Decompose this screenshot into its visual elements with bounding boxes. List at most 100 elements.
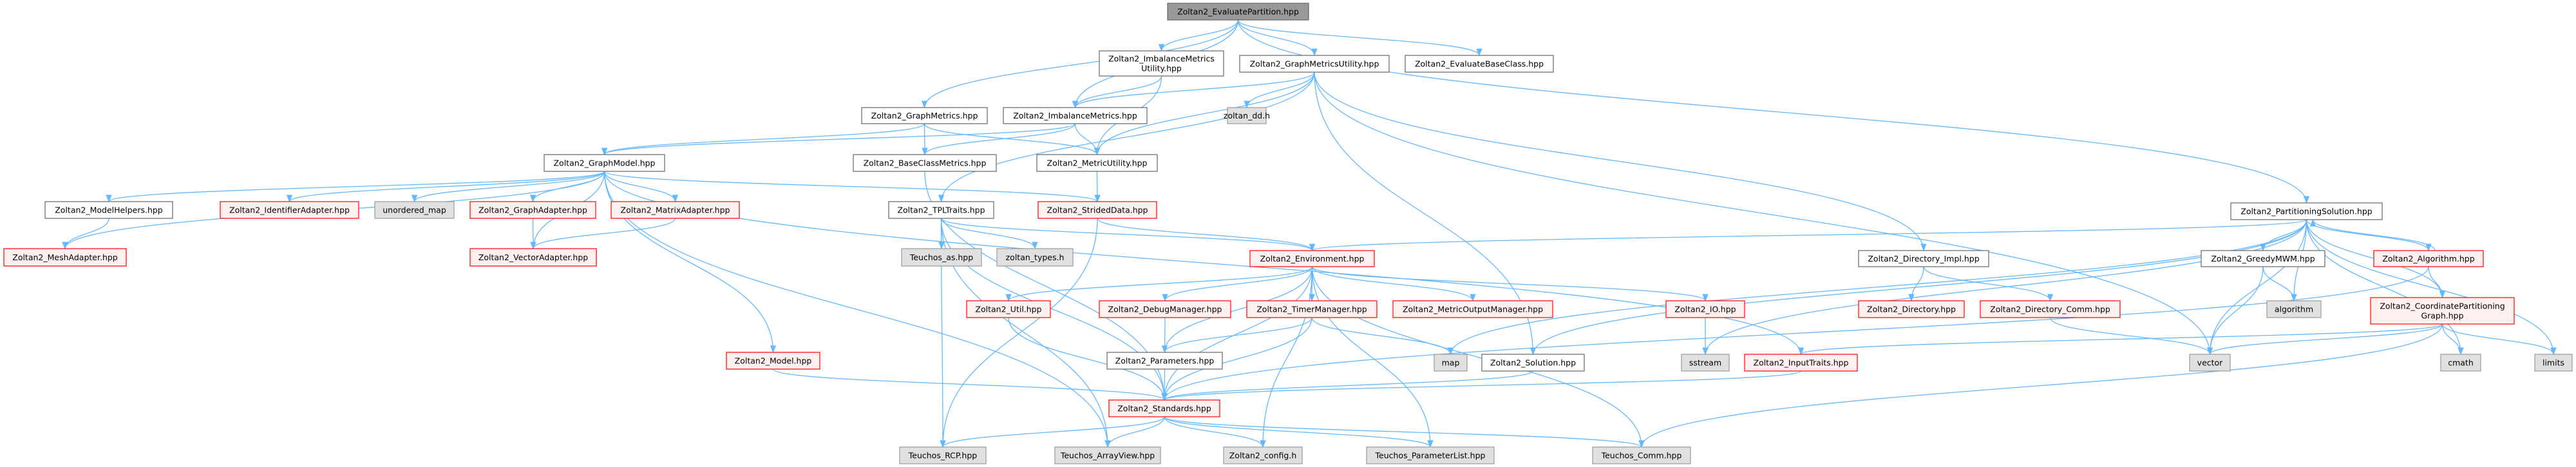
node-zoltan2-evaluatebaseclass-hpp[interactable]: Zoltan2_EvaluateBaseClass.hpp bbox=[1405, 55, 1554, 73]
node-zoltan2-metricutility-hpp[interactable]: Zoltan2_MetricUtility.hpp bbox=[1036, 154, 1158, 172]
node-label: Graph.hpp bbox=[2421, 311, 2463, 321]
edge-util-to-std bbox=[1008, 317, 1168, 401]
node-algorithm[interactable]: algorithm bbox=[2266, 300, 2322, 318]
edge-env-to-params bbox=[1161, 266, 1313, 354]
node-zoltan2-imbalancemetrics-hpp[interactable]: Zoltan2_ImbalanceMetrics.hpp bbox=[1003, 107, 1148, 124]
node-zoltan2-parameters-hpp[interactable]: Zoltan2_Parameters.hpp bbox=[1106, 352, 1223, 370]
node-label: Zoltan2_BaseClassMetrics.hpp bbox=[864, 158, 987, 168]
node-zoltan2-strideddata-hpp[interactable]: Zoltan2_StridedData.hpp bbox=[1037, 201, 1157, 219]
node-zoltan2-metricoutputmanager-hpp[interactable]: Zoltan2_MetricOutputManager.hpp bbox=[1392, 300, 1553, 318]
node-unordered-map[interactable]: unordered_map bbox=[374, 201, 455, 219]
node-box bbox=[1744, 354, 1858, 372]
node-label: Zoltan2_Directory_Impl.hpp bbox=[1868, 254, 1979, 263]
node-zoltan2-debugmanager-hpp[interactable]: Zoltan2_DebugManager.hpp bbox=[1099, 300, 1231, 318]
node-cmath[interactable]: cmath bbox=[2440, 354, 2481, 372]
node-teuchos-parameterlist-hpp[interactable]: Teuchos_ParameterList.hpp bbox=[1366, 446, 1495, 464]
node-label: Zoltan2_EvaluatePartition.hpp bbox=[1177, 7, 1299, 17]
edge-gmod-to-ga bbox=[529, 171, 605, 203]
edge-gmod-to-it bbox=[603, 171, 1804, 356]
edge-gmu-to-dd bbox=[1244, 71, 1315, 109]
node-zoltan2-environment-hpp[interactable]: Zoltan2_Environment.hpp bbox=[1249, 250, 1375, 267]
node-zoltan2-identifieradapter-hpp[interactable]: Zoltan2_IdentifierAdapter.hpp bbox=[220, 201, 359, 219]
node-zoltan2-inputtraits-hpp[interactable]: Zoltan2_InputTraits.hpp bbox=[1744, 354, 1858, 372]
node-box bbox=[469, 201, 596, 219]
node-box bbox=[1227, 107, 1267, 124]
node-map[interactable]: map bbox=[1434, 354, 1468, 372]
node-zoltan2-modelhelpers-hpp[interactable]: Zoltan2_ModelHelpers.hpp bbox=[44, 201, 173, 219]
node-zoltan2-util-hpp[interactable]: Zoltan2_Util.hpp bbox=[966, 300, 1051, 318]
edge-cpg-to-limits bbox=[2441, 323, 2557, 356]
node-zoltan-types-h[interactable]: zoltan_types.h bbox=[996, 248, 1074, 267]
edge-gmu-to-vec bbox=[1314, 71, 2213, 356]
node-teuchos-comm-hpp[interactable]: Teuchos_Comm.hpp bbox=[1592, 446, 1691, 464]
node-label: Zoltan2_Model.hpp bbox=[735, 356, 812, 366]
node-box bbox=[2266, 300, 2322, 318]
node-label: Zoltan2_Standards.hpp bbox=[1117, 404, 1211, 414]
node-zoltan2-standards-hpp[interactable]: Zoltan2_Standards.hpp bbox=[1108, 399, 1220, 417]
edge-dimpl-to-dcomm bbox=[1923, 266, 2054, 302]
node-zoltan2-config-h[interactable]: Zoltan2_config.h bbox=[1223, 446, 1303, 464]
node-label: Zoltan2_GraphMetricsUtility.hpp bbox=[1250, 59, 1379, 69]
edge-env-to-cfg bbox=[1260, 266, 1313, 448]
node-zoltan2-directory-impl-hpp[interactable]: Zoltan2_Directory_Impl.hpp bbox=[1858, 250, 1989, 267]
node-zoltan2-matrixadapter-hpp[interactable]: Zoltan2_MatrixAdapter.hpp bbox=[611, 201, 740, 219]
edge-root-to-imu bbox=[1158, 19, 1239, 52]
node-zoltan2-directory-comm-hpp[interactable]: Zoltan2_Directory_Comm.hpp bbox=[1980, 300, 2121, 318]
node-vector[interactable]: vector bbox=[2189, 354, 2231, 372]
node-box bbox=[611, 201, 740, 219]
node-box bbox=[1249, 250, 1375, 267]
edge-root-to-gmu bbox=[1237, 19, 1318, 57]
edge-ps-to-alg bbox=[2306, 219, 2432, 252]
node-label: Zoltan2_IO.hpp bbox=[1674, 305, 1736, 314]
node-box bbox=[1405, 55, 1554, 73]
node-zoltan2-vectoradapter-hpp[interactable]: Zoltan2_VectorAdapter.hpp bbox=[469, 248, 597, 267]
node-box bbox=[1106, 352, 1223, 370]
edge-model-to-std bbox=[772, 368, 1168, 401]
node-zoltan2-timermanager-hpp[interactable]: Zoltan2_TimerManager.hpp bbox=[1246, 300, 1378, 318]
node-zoltan2-algorithm-hpp[interactable]: Zoltan2_Algorithm.hpp bbox=[2373, 250, 2484, 267]
edge-tm-to-params bbox=[1161, 317, 1312, 354]
node-label: Zoltan2_Algorithm.hpp bbox=[2382, 254, 2474, 263]
node-zoltan2-solution-hpp[interactable]: Zoltan2_Solution.hpp bbox=[1481, 354, 1585, 372]
node-box bbox=[1108, 399, 1220, 417]
node-zoltan2-greedymwm-hpp[interactable]: Zoltan2_GreedyMWM.hpp bbox=[2201, 250, 2325, 267]
edge-gmod-to-av bbox=[603, 171, 1111, 448]
edge-std-to-comm bbox=[1164, 416, 1645, 448]
node-zoltan2-directory-hpp[interactable]: Zoltan2_Directory.hpp bbox=[1858, 300, 1965, 318]
node-label: algorithm bbox=[2275, 305, 2313, 314]
edge-im-to-bcm bbox=[922, 123, 1076, 156]
edges-layer bbox=[62, 19, 2557, 448]
node-zoltan2-evaluatepartition-hpp[interactable]: Zoltan2_EvaluatePartition.hpp bbox=[1167, 3, 1309, 21]
node-zoltan2-partitioningsolution-hpp[interactable]: Zoltan2_PartitioningSolution.hpp bbox=[2230, 202, 2383, 220]
edge-cpg-to-vec bbox=[2206, 323, 2443, 356]
node-box bbox=[1037, 201, 1157, 219]
node-zoltan2-io-hpp[interactable]: Zoltan2_IO.hpp bbox=[1665, 300, 1745, 318]
node-box bbox=[220, 201, 359, 219]
node-zoltan2-graphmetrics-hpp[interactable]: Zoltan2_GraphMetrics.hpp bbox=[861, 107, 988, 124]
edge-env-to-util bbox=[1005, 266, 1313, 302]
node-teuchos-arrayview-hpp[interactable]: Teuchos_ArrayView.hpp bbox=[1054, 446, 1161, 464]
edge-ps-to-sol bbox=[1530, 219, 2307, 356]
node-zoltan2-graphmodel-hpp[interactable]: Zoltan2_GraphModel.hpp bbox=[544, 154, 665, 172]
node-zoltan2-tpltraits-hpp[interactable]: Zoltan2_TPLTraits.hpp bbox=[888, 201, 994, 219]
node-label: Zoltan2_GreedyMWM.hpp bbox=[2211, 254, 2315, 263]
node-zoltan2-baseclassmetrics-hpp[interactable]: Zoltan2_BaseClassMetrics.hpp bbox=[853, 154, 997, 172]
node-zoltan2-model-hpp[interactable]: Zoltan2_Model.hpp bbox=[726, 352, 820, 370]
edge-ps-to-limits bbox=[2306, 219, 2557, 356]
node-box bbox=[1054, 446, 1161, 464]
node-label: Zoltan2_DebugManager.hpp bbox=[1108, 305, 1222, 314]
node-zoltan2-graphmetricsutility-hpp[interactable]: Zoltan2_GraphMetricsUtility.hpp bbox=[1239, 55, 1390, 73]
node-zoltan-dd-h[interactable]: zoltan_dd.h bbox=[1224, 107, 1270, 124]
node-box bbox=[544, 154, 665, 172]
node-sstream[interactable]: sstream bbox=[1681, 354, 1730, 372]
node-label: Zoltan2_MeshAdapter.hpp bbox=[12, 253, 118, 262]
node-limits[interactable]: limits bbox=[2534, 354, 2573, 372]
node-zoltan2-meshadapter-hpp[interactable]: Zoltan2_MeshAdapter.hpp bbox=[3, 248, 127, 267]
node-teuchos-rcp-hpp[interactable]: Teuchos_RCP.hpp bbox=[899, 446, 987, 464]
node-zoltan2-graphadapter-hpp[interactable]: Zoltan2_GraphAdapter.hpp bbox=[469, 201, 596, 219]
node-teuchos-as-hpp[interactable]: Teuchos_as.hpp bbox=[901, 248, 982, 267]
edge-ga-to-va bbox=[530, 218, 536, 250]
node-box bbox=[2440, 354, 2481, 372]
